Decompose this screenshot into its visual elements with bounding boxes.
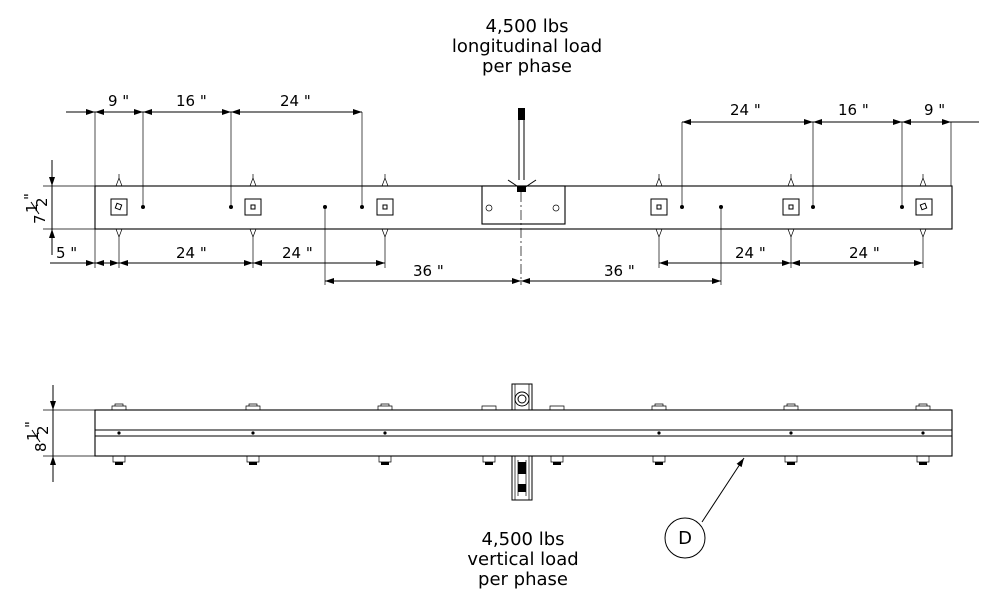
top-height-num: 1 <box>23 203 41 213</box>
top-height-mark: " <box>21 193 39 200</box>
rod-dots <box>117 431 925 435</box>
dim-above-left-2: 16 " <box>176 92 207 110</box>
detail-callout-label: D <box>678 528 692 549</box>
front-height-den: 2 <box>34 425 52 435</box>
eye-bolt <box>507 108 537 192</box>
dim-below-7: 24 " <box>849 244 880 262</box>
square-fitting-5 <box>782 198 800 216</box>
dim-above-right-3: 9 " <box>924 101 945 119</box>
square-fitting-6 <box>915 198 933 216</box>
front-height-num: 1 <box>24 431 42 441</box>
dims-above-right: 24 " 16 " 9 " <box>682 101 979 125</box>
top-caption-line1: 4,500 lbs <box>485 16 568 37</box>
top-height-whole: 7 <box>31 214 49 224</box>
front-height-mark: " <box>22 421 40 428</box>
dim-below-3: 24 " <box>282 244 313 262</box>
dim-below-6: 24 " <box>735 244 766 262</box>
front-view: 8 1 2 " D <box>22 383 953 559</box>
top-caption-line2: longitudinal load <box>452 36 602 57</box>
dims-above-left: 9 " 16 " 24 " <box>66 92 362 115</box>
clamp-bolt-left <box>485 204 493 212</box>
dims-below: 5 " 24 " 24 " 36 " 36 " 24 " 24 " <box>50 244 923 284</box>
front-view-beam <box>94 409 953 457</box>
center-clamp-plate <box>481 185 566 225</box>
dim-above-right-2: 16 " <box>838 101 869 119</box>
top-height-dim: 7 1 2 " <box>21 160 95 255</box>
dim-below-5: 36 " <box>604 262 635 280</box>
clamp-bolt-right <box>552 204 560 212</box>
dim-above-right-1: 24 " <box>730 101 761 119</box>
square-fittings <box>110 198 933 216</box>
front-height-whole: 8 <box>32 442 50 452</box>
top-height-den: 2 <box>33 197 51 207</box>
dim-below-4: 36 " <box>413 262 444 280</box>
square-fitting-2 <box>244 198 262 216</box>
extension-lines-top <box>94 112 952 205</box>
dim-below-1: 5 " <box>56 244 77 262</box>
dim-above-left-1: 9 " <box>108 92 129 110</box>
nuts-bottom <box>112 456 930 465</box>
top-view: 9 " 16 " 24 " 24 " 16 " 9 " 7 1 2 <box>21 92 979 285</box>
detail-callout: D <box>664 457 745 559</box>
front-height-dim: 8 1 2 " <box>22 385 95 482</box>
bottom-caption-line3: per phase <box>478 569 568 590</box>
square-fitting-4 <box>650 198 668 216</box>
bottom-caption-line2: vertical load <box>467 549 578 570</box>
dim-above-left-3: 24 " <box>280 92 311 110</box>
top-caption-line3: per phase <box>482 56 572 77</box>
hole-dots <box>141 205 904 209</box>
square-fitting-1 <box>110 198 128 216</box>
detail-callout-circle <box>664 517 706 559</box>
bottom-caption-line1: 4,500 lbs <box>481 529 564 550</box>
bottom-load-caption: 4,500 lbs vertical load per phase <box>467 529 578 590</box>
bracket-marks <box>115 174 927 241</box>
top-load-caption: 4,500 lbs longitudinal load per phase <box>452 16 602 77</box>
dim-below-2: 24 " <box>176 244 207 262</box>
center-clamp-front <box>511 383 533 501</box>
bolt-heads <box>111 403 931 410</box>
square-fitting-3 <box>376 198 394 216</box>
